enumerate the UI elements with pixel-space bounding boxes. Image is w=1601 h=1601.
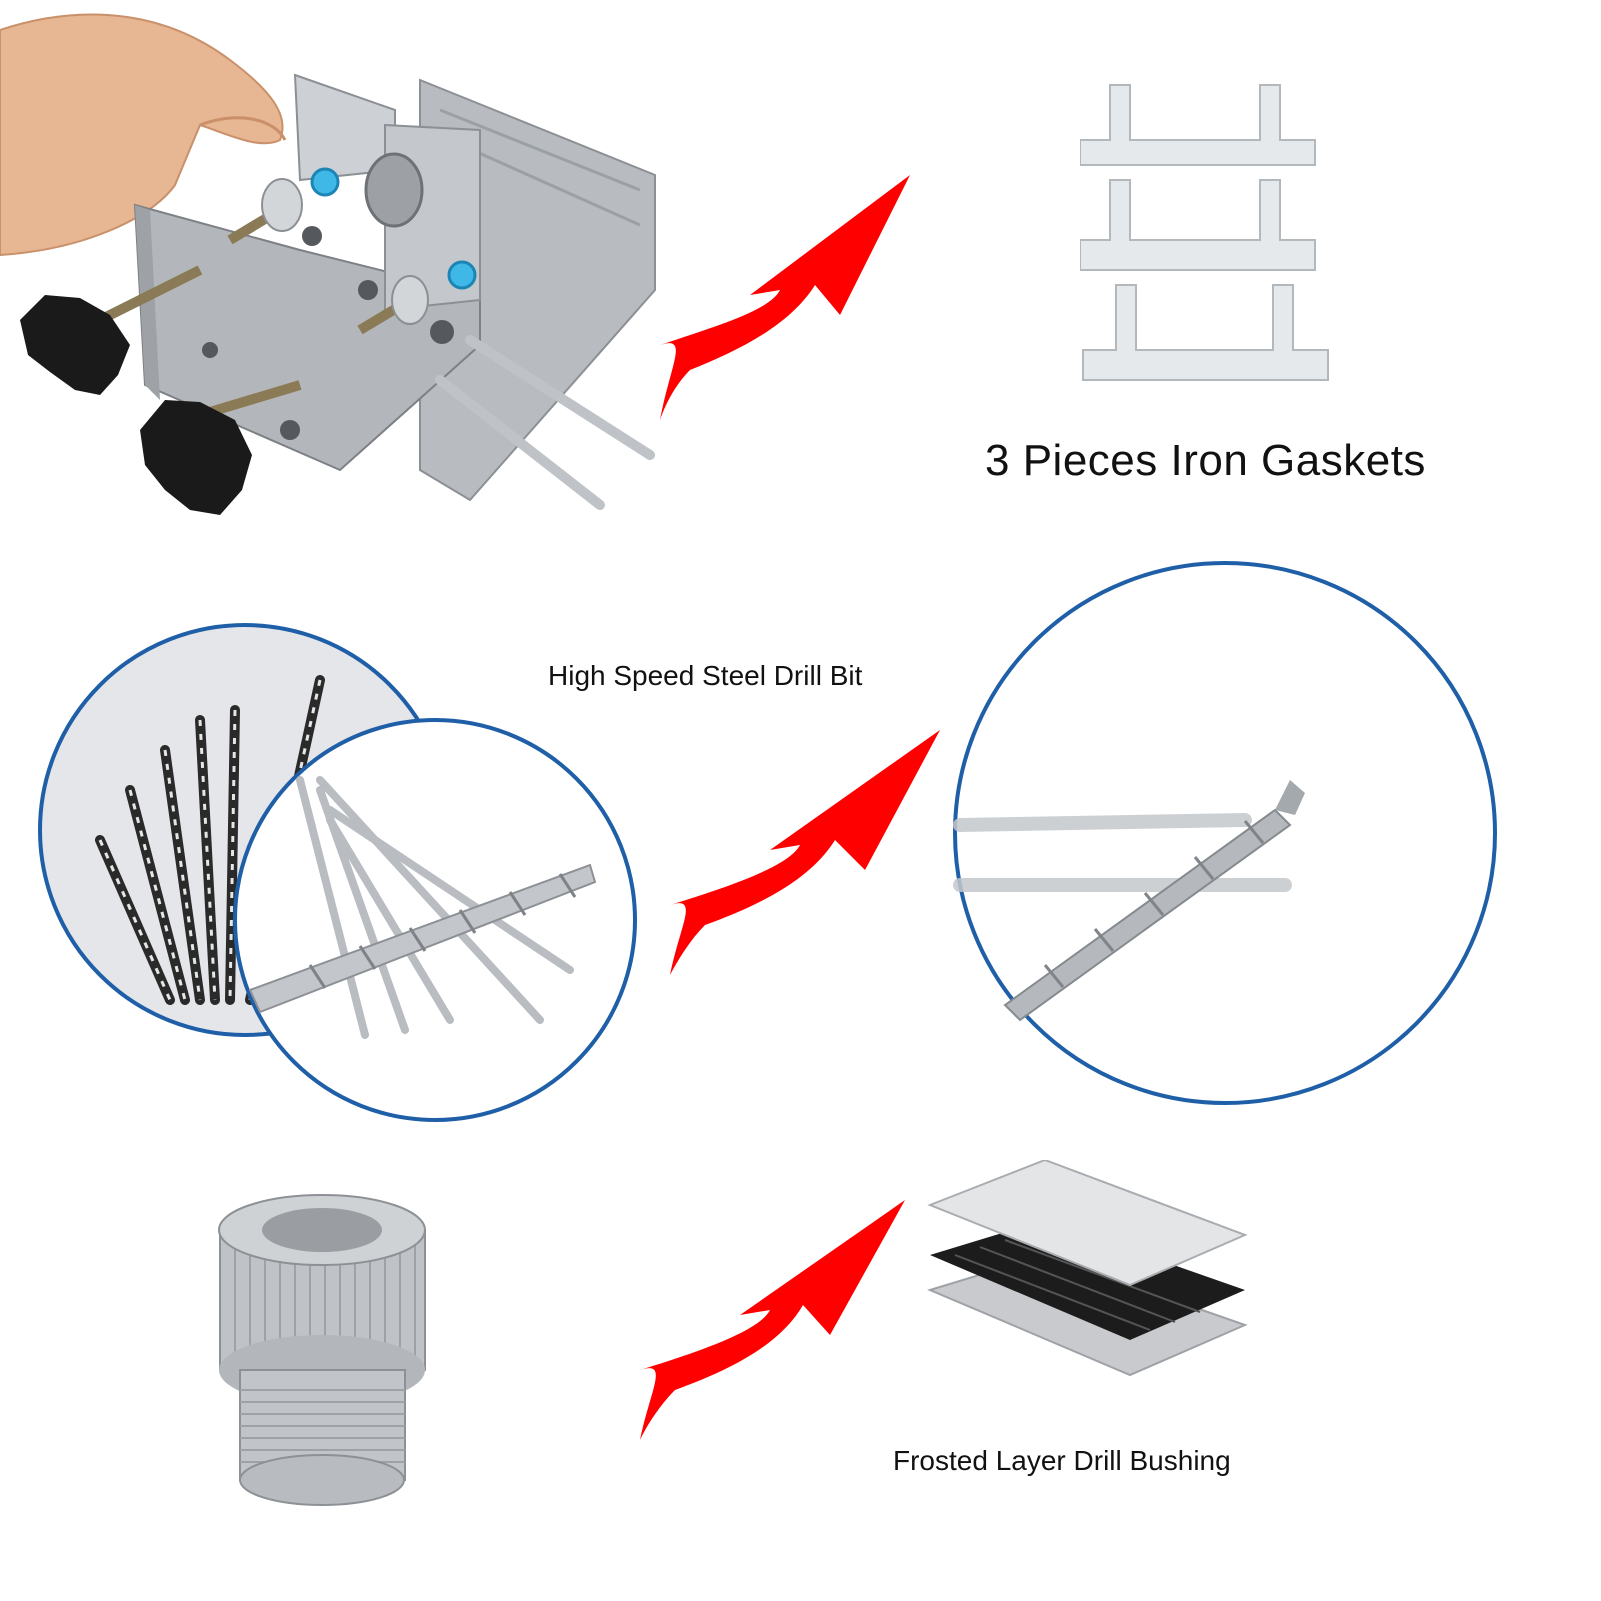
caption-iron-gaskets: 3 Pieces Iron Gaskets bbox=[985, 436, 1426, 485]
gasket-icon bbox=[1080, 84, 1329, 381]
curved-arrow-icon bbox=[660, 175, 910, 420]
curved-arrow-icon bbox=[640, 1200, 905, 1440]
drill-bushing-icon bbox=[218, 1194, 426, 1506]
doweling-jig-icon bbox=[0, 13, 656, 515]
caption-drill-bit: High Speed Steel Drill Bit bbox=[548, 660, 863, 691]
caption-drill-bushing: Frosted Layer Drill Bushing bbox=[893, 1445, 1231, 1476]
drill-bit-icon bbox=[38, 623, 637, 1122]
drill-bit-icon bbox=[953, 561, 1497, 1105]
curved-arrow-icon bbox=[670, 730, 940, 975]
frosted-layer-icon bbox=[927, 1160, 1248, 1377]
knob-icon bbox=[20, 295, 252, 515]
